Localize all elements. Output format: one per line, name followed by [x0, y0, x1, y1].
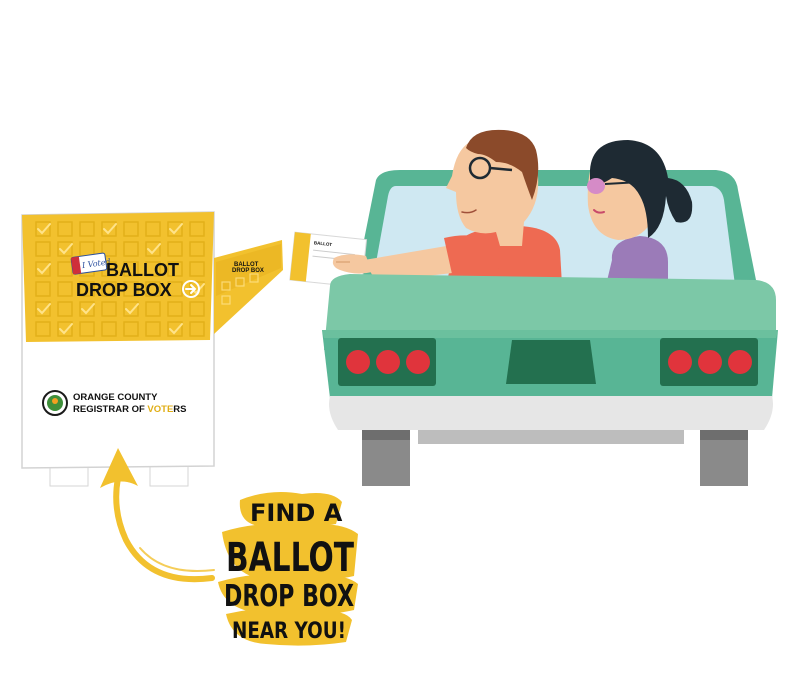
org-name-line1: ORANGE COUNTY [73, 392, 158, 403]
man-arm-holding-ballot [364, 235, 500, 282]
ballot-drop-box: I Voted BALLOT DROP BOX ORANGE COUNTY RE… [21, 211, 283, 487]
org-name-line2-a: REGISTRAR OF [73, 404, 147, 415]
woman-passenger [587, 140, 693, 285]
org-name-line2: REGISTRAR OF VOTERS [73, 404, 187, 415]
dropbox-checkmarks [37, 223, 205, 335]
callout-line2: BALLOT [226, 535, 355, 581]
car: BALLOT [289, 129, 778, 486]
dropbox-yellow-panel [22, 212, 214, 342]
rear-bumper [329, 396, 773, 430]
dropbox-title-line2: DROP BOX [76, 280, 172, 300]
callout-line4: NEAR YOU! [232, 619, 346, 644]
org-name-line2-b: VOTE [147, 404, 173, 415]
i-voted-sticker: I Voted [70, 252, 112, 275]
slot-label-line2: DROP BOX [232, 268, 264, 274]
callout-line1: FIND A [250, 499, 343, 527]
county-seal-icon [42, 390, 68, 416]
callout-line3: DROP BOX [224, 579, 354, 614]
sticker-text: I Voted [81, 257, 112, 270]
dropbox-title-line1: BALLOT [106, 260, 179, 280]
glasses-icon [468, 156, 513, 180]
ballot-paper: BALLOT [289, 231, 368, 288]
dropbox-foot-left [49, 465, 89, 487]
dropbox-checkbox-pattern [35, 221, 205, 337]
dropbox-foot-right [149, 465, 189, 487]
callout-brush-background [218, 492, 358, 646]
tail-lights-left [346, 350, 430, 374]
man-hair [466, 129, 539, 200]
callout-arrow [100, 448, 215, 583]
org-name-line2-c: RS [173, 404, 186, 415]
slot-label-line1: BALLOT [234, 262, 259, 268]
arrow-right-icon [182, 280, 200, 298]
ballot-label: BALLOT [314, 240, 333, 247]
sunglasses-icon [587, 178, 641, 194]
woman-hair [590, 140, 693, 238]
license-plate-area [506, 340, 596, 384]
tail-lights-right [668, 350, 752, 374]
